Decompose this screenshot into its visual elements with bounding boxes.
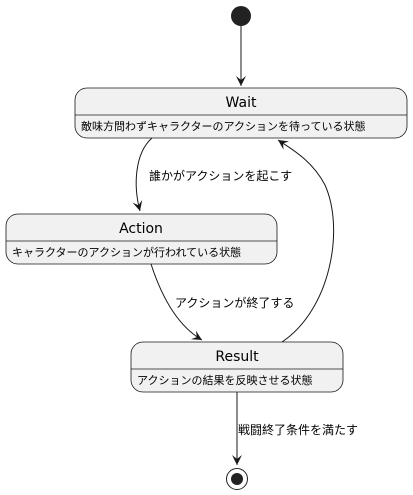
- transition-result-to-wait: [277, 139, 335, 343]
- state-result-name: Result: [215, 349, 259, 365]
- initial-state-dot: [231, 6, 251, 26]
- transition-label-wait-to-action: 誰かがアクションを起こす: [149, 168, 292, 183]
- state-wait-name: Wait: [226, 95, 257, 111]
- transition-wait-to-action: [132, 137, 153, 212]
- state-action[interactable]: Action キャラクターのアクションが行われている状態: [5, 213, 278, 265]
- state-wait-description: 敵味方問わずキャラクターのアクションを待っている状態: [81, 119, 365, 133]
- final-state: [226, 468, 248, 490]
- transition-action-to-result: [150, 263, 203, 341]
- state-action-name: Action: [119, 221, 163, 237]
- state-action-description: キャラクターのアクションが行われている状態: [12, 245, 241, 259]
- state-result[interactable]: Result アクションの結果を反映させる状態: [130, 341, 344, 393]
- transition-label-action-to-result: アクションが終了する: [175, 295, 294, 310]
- state-wait[interactable]: Wait 敵味方問わずキャラクターのアクションを待っている状態: [74, 87, 408, 139]
- state-result-description: アクションの結果を反映させる状態: [137, 373, 312, 387]
- transition-label-result-to-end: 戦闘終了条件を満たす: [238, 422, 358, 437]
